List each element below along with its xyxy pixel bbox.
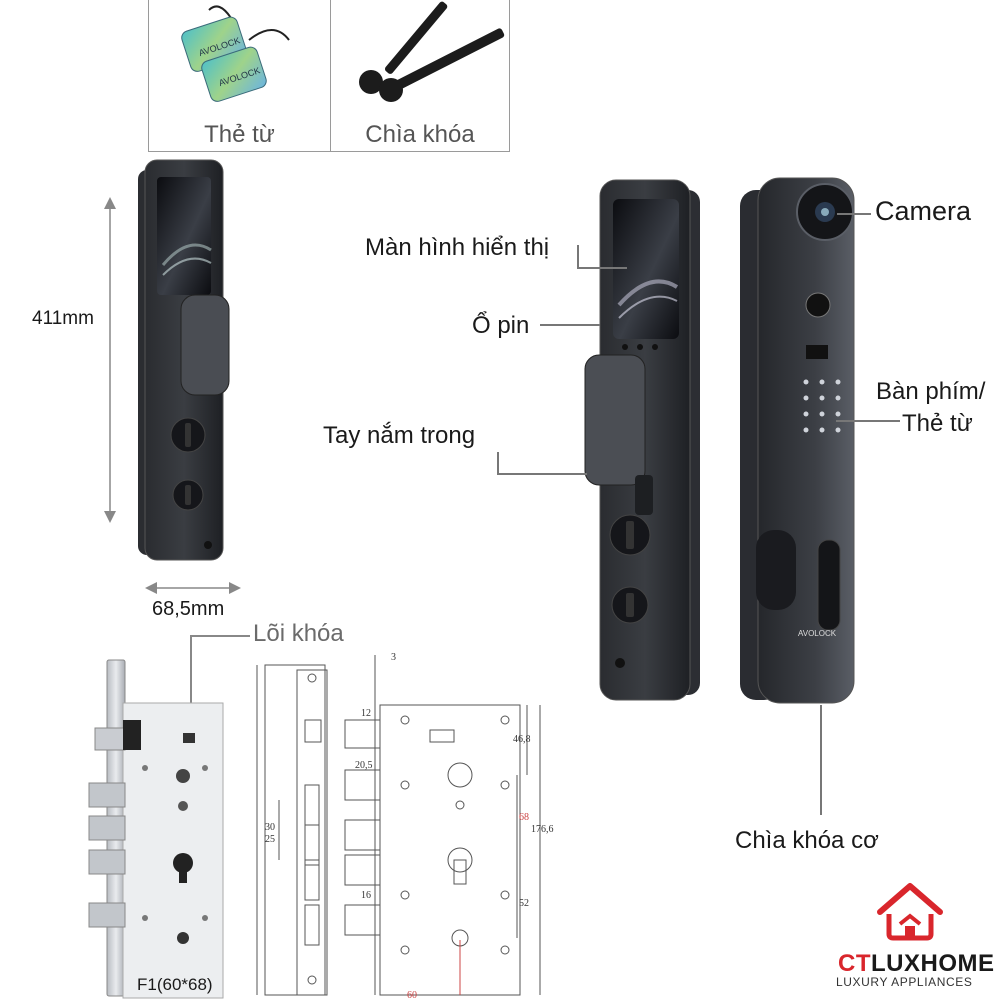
- width-arrow: [145, 582, 241, 594]
- card-caption: Thẻ từ: [204, 121, 275, 148]
- lock-brand-text: AVOLOCK: [798, 629, 837, 638]
- inner-handle-leader-v: [497, 452, 499, 474]
- height-label: 411mm: [32, 308, 94, 329]
- keypad-leader: [836, 420, 900, 422]
- lock-inner-view: [584, 179, 700, 701]
- rfid-card-image: AVOLOCK AVOLOCK: [181, 5, 290, 102]
- dim-3: 3: [391, 652, 396, 663]
- lock-outer-view: AVOLOCK: [740, 177, 855, 704]
- dim-68: 68: [519, 812, 529, 823]
- display-leader-h: [577, 267, 627, 269]
- dim-12: 12: [361, 708, 371, 719]
- keypad-label-1: Bàn phím/: [876, 378, 986, 405]
- dim-46-8: 46,8: [513, 734, 531, 745]
- lock-core-leader-h: [190, 635, 250, 637]
- battery-leader: [540, 324, 600, 326]
- display-label: Màn hình hiển thị: [365, 234, 550, 261]
- inner-handle-leader-h: [497, 473, 587, 475]
- battery-label: Ổ pin: [472, 312, 530, 339]
- dim-16: 16: [361, 890, 371, 901]
- key-cell: Chìa khóa: [331, 0, 509, 151]
- mortise-model-label: F1(60*68): [137, 975, 213, 994]
- key-caption: Chìa khóa: [365, 121, 475, 148]
- mech-key-label: Chìa khóa cơ: [735, 827, 879, 854]
- dim-52: 52: [519, 898, 529, 909]
- camera-leader: [837, 213, 871, 215]
- mortise-technical-drawing: 3 12 46,8 20,5 68 176,6 30 25 52 16 60: [256, 652, 554, 1000]
- dim-25: 25: [265, 834, 275, 845]
- dim-176-6: 176,6: [531, 824, 554, 835]
- inner-handle-label: Tay nắm trong: [323, 422, 476, 449]
- camera-label: Camera: [875, 196, 972, 226]
- lock-core-label: Lõi khóa: [253, 620, 344, 647]
- brand-name-part1: CT: [838, 950, 871, 977]
- display-leader-v: [577, 245, 579, 267]
- width-label: 68,5mm: [152, 598, 225, 620]
- brand-name-part2: LUXHOME: [871, 950, 995, 977]
- house-logo-icon: [877, 883, 943, 941]
- card-cell: AVOLOCK AVOLOCK Thẻ từ: [149, 0, 331, 151]
- dim-20-5: 20,5: [355, 760, 373, 771]
- lock-front-view: [138, 159, 230, 561]
- keypad-label-2: Thẻ từ: [902, 410, 973, 437]
- brand-name: CTLUXHOME: [838, 950, 995, 978]
- dim-30: 30: [265, 822, 275, 833]
- mech-key-leader: [820, 705, 822, 815]
- mechanical-key-image: [359, 1, 505, 102]
- mortise-photo: [88, 659, 224, 999]
- height-arrow: [104, 197, 116, 523]
- brand-tagline: LUXURY APPLIANCES: [836, 975, 973, 989]
- dim-60: 60: [407, 990, 417, 1000]
- accessory-table: AVOLOCK AVOLOCK Thẻ từ Chìa khóa: [148, 0, 510, 152]
